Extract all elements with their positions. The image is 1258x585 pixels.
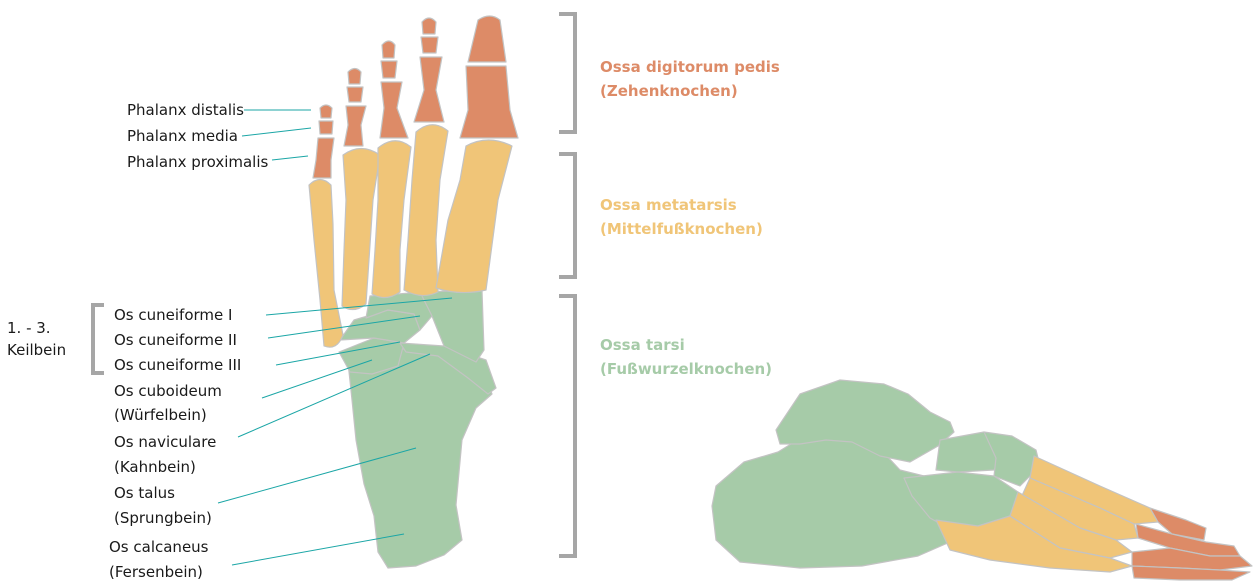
group-digits-line1: Ossa digitorum pedis [600,55,780,79]
group-tarsus-line2: (Fußwurzelknochen) [600,357,772,381]
label-calcaneus: Os calcaneus [109,538,209,556]
metatarsal-5 [309,180,343,348]
leader-phalanx-media [242,128,311,136]
toe5-middle-phalanx [319,121,333,134]
talus-calcaneus-bone [348,348,492,568]
group-title-metatarsus: Ossa metatarsis (Mittelfußknochen) [600,193,763,241]
bracket-tarsus [559,296,575,556]
tarsal-bones-dorsal [339,290,496,568]
label-cuneiforme-2: Os cuneiforme II [114,331,237,349]
bracket-digits [559,14,575,132]
label-talus-german: (Sprungbein) [114,509,212,527]
group-tarsus-line1: Ossa tarsi [600,333,772,357]
label-cuboideum-german: (Würfelbein) [114,406,207,424]
lateral-foot-view [712,380,1252,580]
toe2-distal-phalanx [422,18,436,34]
keilbein-line2: Keilbein [7,339,66,361]
label-cuboideum: Os cuboideum [114,382,222,400]
toe2-proximal-phalanx [414,57,444,122]
group-metatarsus-line2: (Mittelfußknochen) [600,217,763,241]
leader-phalanx-proximalis [272,156,308,160]
toe4-proximal-phalanx [344,106,366,146]
cuneiform-bone-3 [340,310,420,343]
label-naviculare: Os naviculare [114,433,216,451]
toe3-distal-phalanx [382,41,395,58]
toe1-proximal-phalanx [460,66,518,138]
toe5-distal-phalanx [320,105,332,118]
label-phalanx-media: Phalanx media [127,127,238,145]
group-title-digits: Ossa digitorum pedis (Zehenknochen) [600,55,780,103]
dorsal-foot-view [309,16,518,568]
group-title-tarsus: Ossa tarsi (Fußwurzelknochen) [600,333,772,381]
label-phalanx-proximalis: Phalanx proximalis [127,153,268,171]
toe4-middle-phalanx [347,87,363,102]
metatarsal-1 [436,140,512,293]
label-talus: Os talus [114,484,175,502]
toe1-distal-phalanx [468,16,506,62]
bracket-metatarsus [559,154,575,277]
label-naviculare-german: (Kahnbein) [114,458,196,476]
toe5-proximal-phalanx [313,138,334,178]
bracket-keilbein [93,305,104,373]
label-calcaneus-german: (Fersenbein) [109,563,203,581]
toe3-middle-phalanx [381,61,397,78]
toe3-proximal-phalanx [380,82,408,138]
label-phalanx-distalis: Phalanx distalis [127,101,244,119]
keilbein-line1: 1. - 3. [7,317,66,339]
toe4-distal-phalanx [348,69,361,85]
toe2-middle-phalanx [421,37,438,53]
group-digits-line2: (Zehenknochen) [600,79,780,103]
keilbein-note: 1. - 3. Keilbein [7,317,66,361]
label-cuneiforme-3: Os cuneiforme III [114,356,241,374]
group-metatarsus-line1: Ossa metatarsis [600,193,763,217]
label-cuneiforme-1: Os cuneiforme I [114,306,232,324]
